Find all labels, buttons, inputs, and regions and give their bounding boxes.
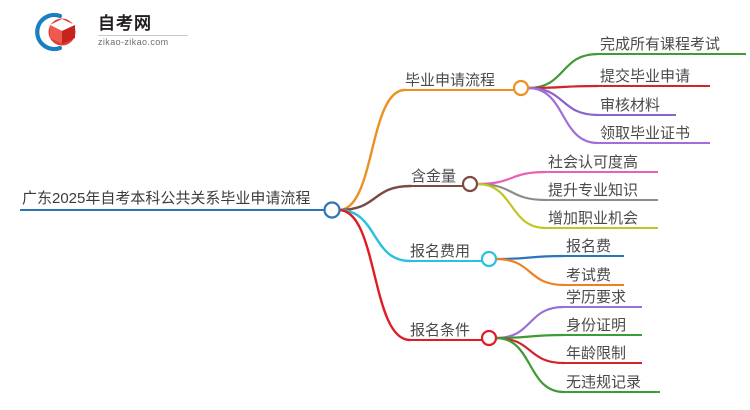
leaf-label-3-0[interactable]: 学历要求 — [566, 289, 627, 306]
logo-title: 自考网 — [98, 14, 152, 33]
branch-node-3[interactable] — [480, 329, 498, 347]
leaf-label-0-3[interactable]: 领取毕业证书 — [600, 125, 691, 142]
branch-label-3[interactable]: 报名条件 — [410, 322, 471, 339]
leaf-label-3-3[interactable]: 无违规记录 — [566, 374, 642, 391]
logo-divider — [98, 35, 188, 36]
leaf-edge — [494, 257, 566, 287]
branch-edge — [337, 184, 413, 212]
leaf-label-0-2[interactable]: 审核材料 — [600, 97, 661, 114]
branch-edge — [337, 88, 407, 212]
leaf-edge — [526, 86, 600, 117]
leaf-label-3-2[interactable]: 年龄限制 — [566, 345, 627, 362]
leaf-edge — [475, 182, 548, 230]
leaf-edge — [494, 336, 566, 394]
leaf-label-1-1[interactable]: 提升专业知识 — [548, 182, 639, 199]
leaf-label-2-0[interactable]: 报名费 — [566, 238, 612, 255]
leaf-edge — [494, 305, 566, 340]
leaf-label-3-1[interactable]: 身份证明 — [566, 317, 627, 334]
leaf-edge — [526, 86, 600, 145]
leaf-edge — [526, 52, 600, 90]
branch-label-0[interactable]: 毕业申请流程 — [405, 72, 496, 89]
logo-domain: zikao-zikao.com — [98, 37, 169, 47]
leaf-label-0-0[interactable]: 完成所有课程考试 — [600, 36, 721, 53]
logo-mark-icon — [35, 12, 76, 52]
branch-node-2[interactable] — [480, 250, 498, 268]
branch-label-2[interactable]: 报名费用 — [410, 243, 471, 260]
mindmap-nodes — [323, 79, 530, 347]
root-node[interactable] — [323, 201, 341, 219]
leaf-edge — [494, 254, 566, 261]
branch-edge — [337, 208, 412, 263]
branch-edge — [337, 208, 412, 342]
site-logo[interactable]: 自考网 zikao-zikao.com — [26, 8, 188, 56]
mindmap-edges — [20, 52, 746, 394]
branch-label-1[interactable]: 含金量 — [411, 168, 457, 185]
root-label[interactable]: 广东2025年自考本科公共关系毕业申请流程 — [22, 190, 311, 207]
leaf-label-1-2[interactable]: 增加职业机会 — [548, 210, 639, 227]
branch-node-0[interactable] — [512, 79, 530, 97]
leaf-edge — [494, 336, 566, 365]
leaf-label-0-1[interactable]: 提交毕业申请 — [600, 68, 691, 85]
leaf-label-2-1[interactable]: 考试费 — [566, 267, 612, 284]
leaf-edge — [475, 170, 548, 186]
branch-node-1[interactable] — [461, 175, 479, 193]
leaf-label-1-0[interactable]: 社会认可度高 — [548, 154, 639, 171]
